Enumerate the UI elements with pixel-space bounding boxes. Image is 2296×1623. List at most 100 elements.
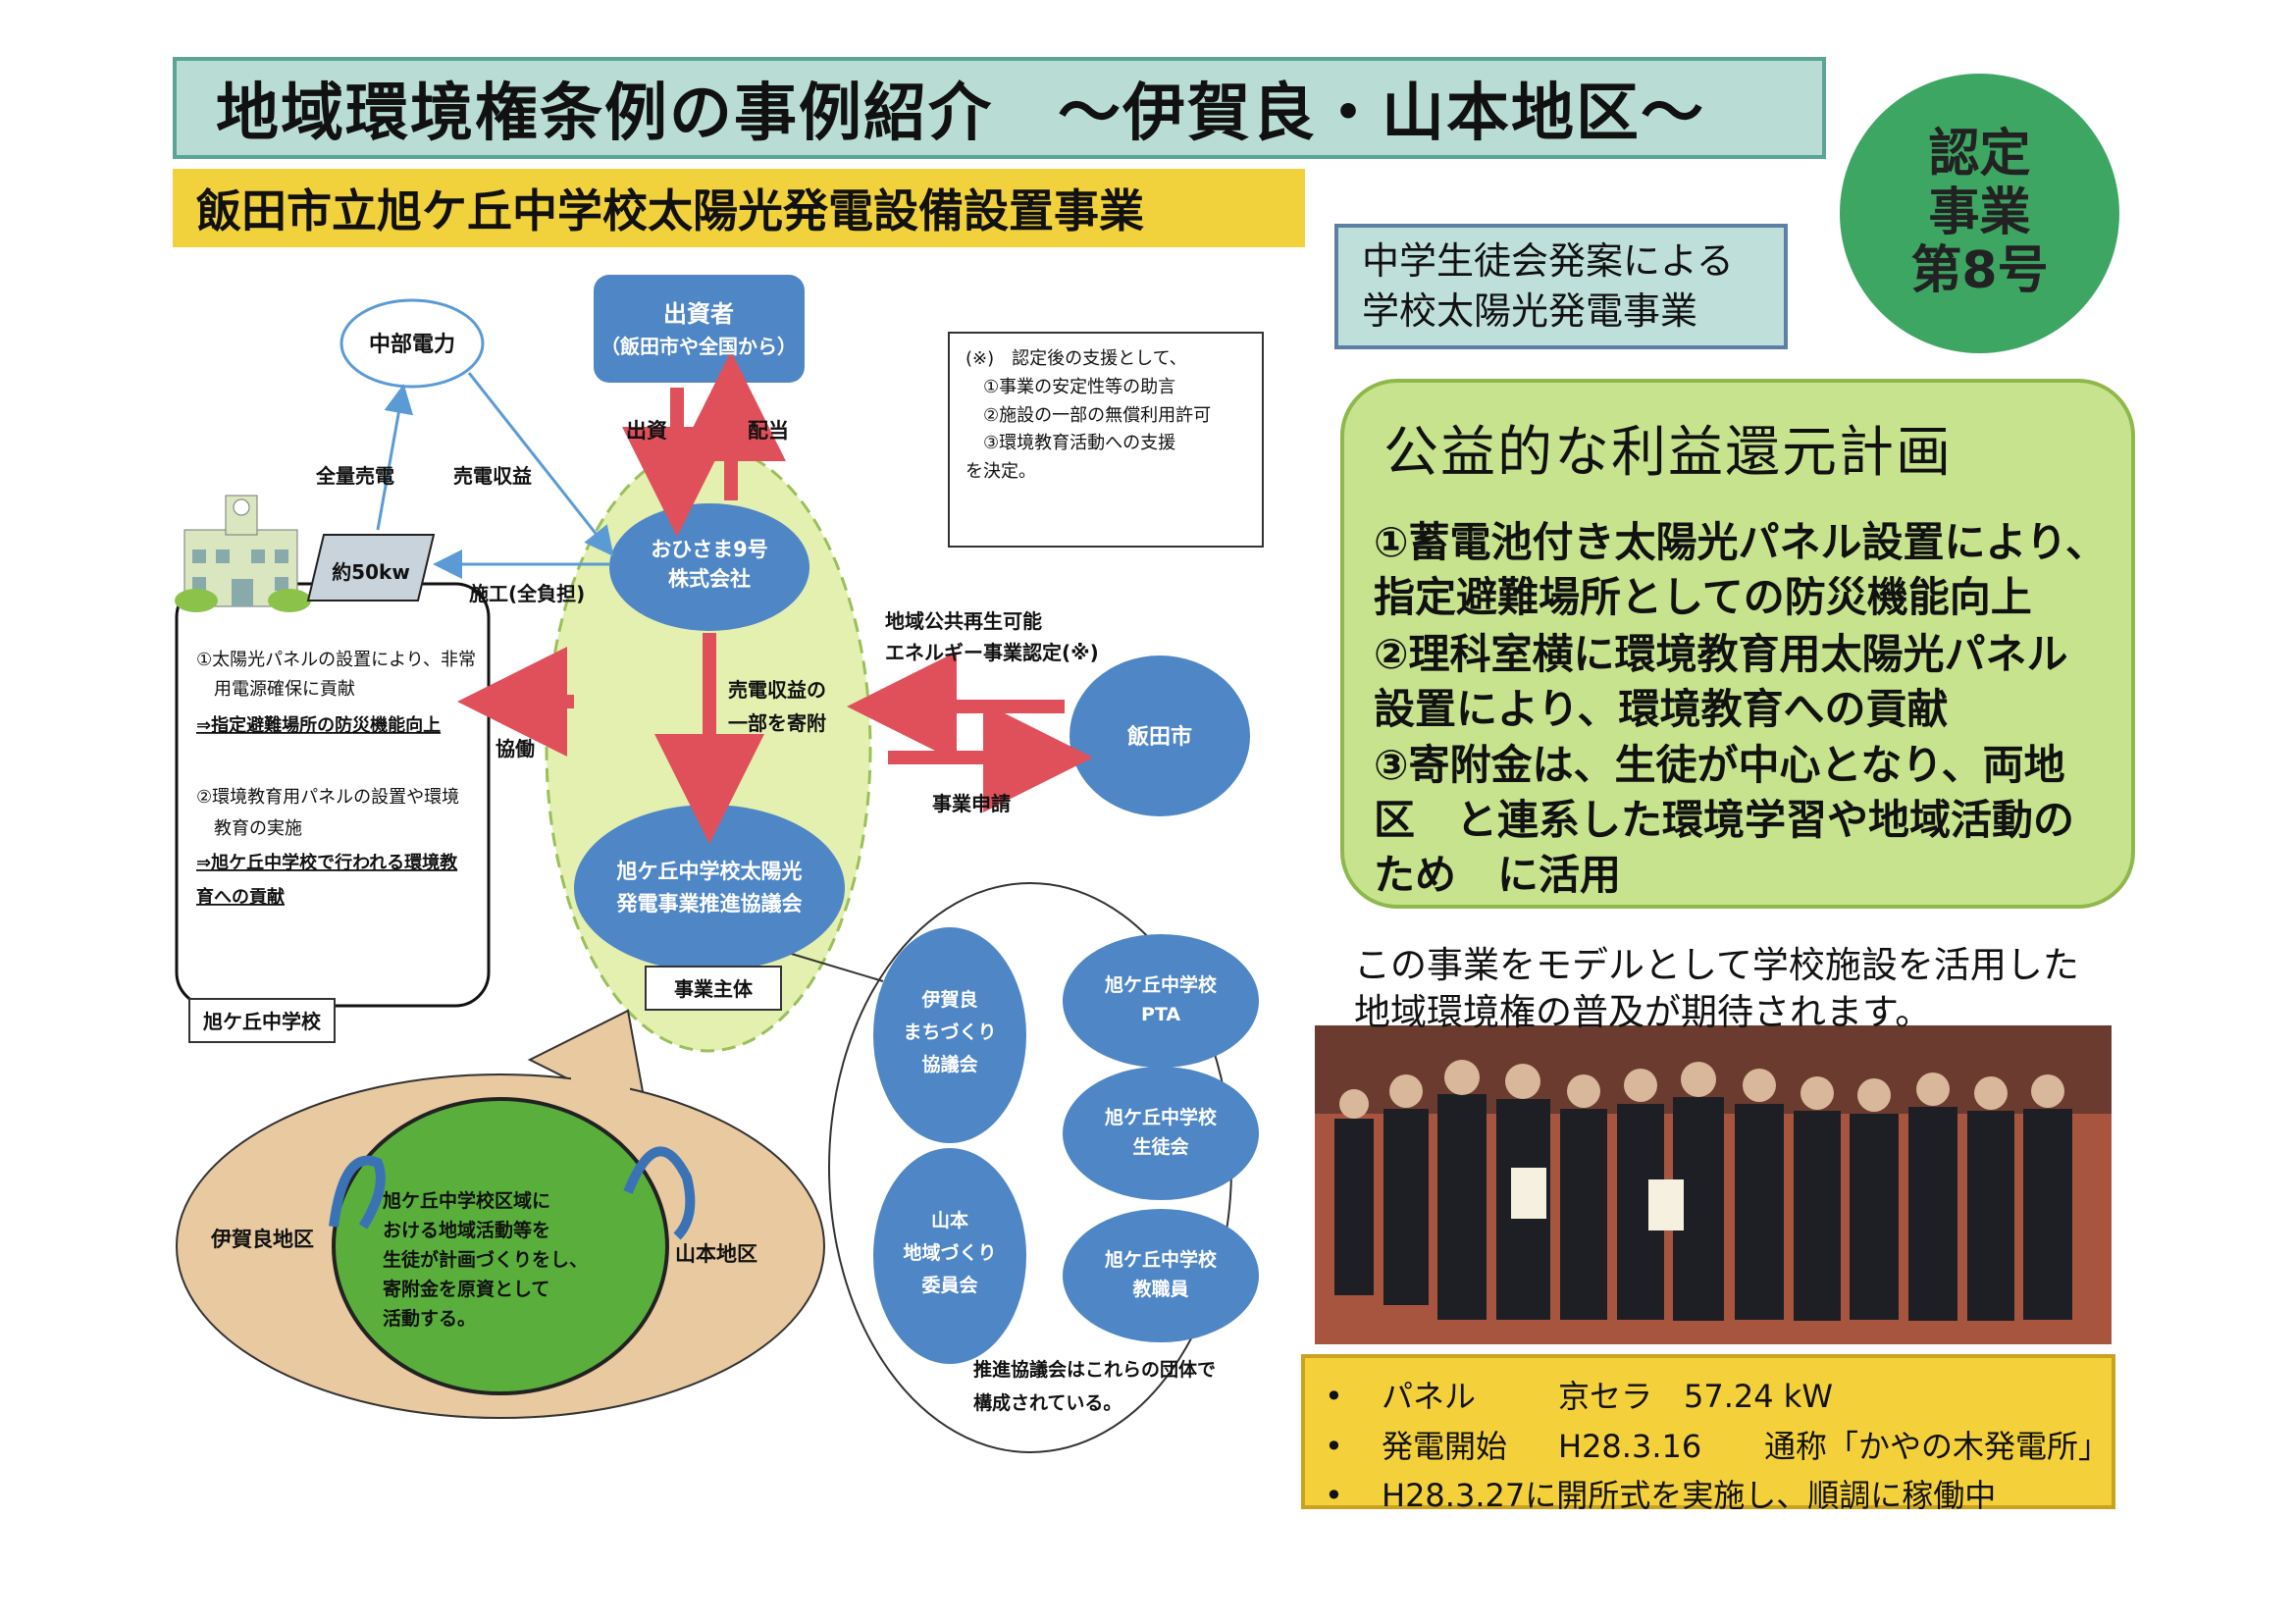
jigyo-shutai-label: 事業主体 <box>674 977 754 1001</box>
haito-label: 配当 <box>748 419 789 443</box>
org-yamamoto-label: 委員会 <box>920 1274 977 1296</box>
council-sub-label: 発電事業推進協議会 <box>616 892 803 916</box>
org-yamamoto-label: 地域づくり <box>903 1241 996 1264</box>
investor-node <box>594 275 805 383</box>
investor-sub-label: （飯田市や全国から） <box>600 335 797 358</box>
photo-caption-line: 地域環境権の普及が期待されます。 <box>1354 991 1932 1034</box>
info-value: H28.3.16 <box>1558 1427 1702 1465</box>
iida-node <box>1070 655 1250 816</box>
yamamoto-area-label: 山本地区 <box>675 1242 757 1266</box>
benefit-item: ③寄附金は、生徒が中心となり、両地区 と連系した環境学習や地域活動のため に活用 <box>1374 741 2075 900</box>
bullet: • <box>1325 1427 1343 1465</box>
benefit-item: ②理科室横に環境教育用太陽光パネル 設置により、環境教育への貢献 <box>1374 629 2110 733</box>
org-igara-label: 伊賀良 <box>920 988 977 1011</box>
green-line: 旭ケ丘中学校区域に <box>382 1189 550 1212</box>
org-igara-label: 協議会 <box>921 1053 977 1075</box>
baiden-label: 売電収益 <box>453 464 532 488</box>
org-pta <box>1063 934 1259 1068</box>
chubu-label: 中部電力 <box>369 332 455 357</box>
kifu-sub-label: 一部を寄附 <box>728 711 826 735</box>
area-green-circle <box>332 1097 669 1395</box>
info-row: • 発電開始 H28.3.16 通称「かやの木発電所」 <box>1325 1422 2112 1472</box>
certified-badge: 認定 事業 第8号 <box>1840 74 2119 353</box>
green-line: 生徒が計画づくりをし、 <box>383 1248 588 1271</box>
badge-line: 事業 <box>1928 183 2031 242</box>
note-line: ③環境教育活動への支援 <box>965 433 1176 454</box>
shinsei-label: 事業申請 <box>932 792 1011 815</box>
council-label: 旭ケ丘中学校太陽光 <box>616 860 803 883</box>
note-line: を決定。 <box>965 461 1036 483</box>
investor-label: 出資者 <box>663 300 734 328</box>
school-list-line: ①太陽光パネルの設置により、非常 <box>196 650 476 670</box>
school-list-line: 育への貢献 <box>196 886 285 908</box>
school-list-line: 教育の実施 <box>196 818 302 839</box>
ceremony-photo: この事業をモデルとして学校施設を活用した 地域環境権の普及が期待されます。 <box>1315 922 2112 1344</box>
badge-line: 第8号 <box>1910 241 2049 301</box>
badge-line: 認定 <box>1928 124 2031 183</box>
project-diagram: 中部電力 出資者 （飯田市や全国から） 出資 配当 全量売電 売電収益 おひさま… <box>175 275 1259 1453</box>
org-yamamoto <box>873 1148 1026 1364</box>
kyodo-label: 協働 <box>496 737 535 760</box>
info-row: • パネル 京セラ 57.24 kW <box>1325 1372 2112 1422</box>
page-title: 地域環境権条例の事例紹介 ～伊賀良・山本地区～ <box>173 57 1826 159</box>
school-building-icon <box>175 495 311 612</box>
arrow-baiden <box>467 372 614 557</box>
student-box-line: 学校太陽光発電事業 <box>1362 289 1698 333</box>
zenryo-label: 全量売電 <box>315 464 394 488</box>
facility-info-box: • パネル 京セラ 57.24 kW • 発電開始 H28.3.16 通称「かや… <box>1301 1354 2115 1514</box>
kifu-label: 売電収益の <box>728 678 826 702</box>
benefit-item: ①蓄電池付き太陽光パネル設置により、 指定避難場所としての防災機能向上 <box>1374 518 2128 621</box>
student-box-line: 中学生徒会発案による <box>1362 238 1734 283</box>
shusshi-label: 出資 <box>626 419 667 443</box>
panel-label: 約50kw <box>332 560 410 584</box>
note-line: ①事業の安定性等の助言 <box>965 376 1176 397</box>
green-line: 寄附金を原資として <box>383 1278 549 1300</box>
org-seito-label: 生徒会 <box>1132 1135 1188 1158</box>
org-igara <box>873 927 1026 1143</box>
benefit-heading: 公益的な利益還元計画 <box>1383 421 1953 485</box>
org-yamamoto-label: 山本 <box>931 1209 968 1231</box>
public-label: 地域公共再生可能 <box>885 609 1042 633</box>
photo-caption-line: この事業をモデルとして学校施設を活用した <box>1354 944 2079 986</box>
cycle-arrow-icon <box>329 1155 386 1230</box>
info-extra: 通称「かやの木発電所」 <box>1764 1427 2111 1465</box>
arrow-zenryo <box>376 384 414 531</box>
org-seito <box>1063 1067 1259 1200</box>
bullet: • <box>1325 1378 1343 1415</box>
info-value: H28.3.27に開所式を実施し、順調に稼働中 <box>1382 1477 1997 1515</box>
school-list-line: ②環境教育用パネルの設置や環境 <box>196 787 459 808</box>
school-list-line: ⇒旭ケ丘中学校で行われる環境教 <box>196 852 458 873</box>
green-line: おける地域活動等を <box>383 1219 550 1241</box>
seko-label: 施工(全負担) <box>469 582 585 605</box>
benefit-plan-panel: 公益的な利益還元計画 ①蓄電池付き太陽光パネル設置により、 指定避難場所としての… <box>1340 379 2135 909</box>
bullet: • <box>1325 1477 1343 1515</box>
ohisama-sub-label: 株式会社 <box>668 567 751 591</box>
student-proposal-box: 中学生徒会発案による 学校太陽光発電事業 <box>1334 224 1788 349</box>
info-row: • H28.3.27に開所式を実施し、順調に稼働中 <box>1325 1471 2112 1521</box>
org-pta-label: PTA <box>1141 1004 1180 1025</box>
org-pta-label: 旭ケ丘中学校 <box>1104 973 1218 996</box>
iida-label: 飯田市 <box>1126 724 1192 750</box>
info-label: パネル <box>1382 1378 1477 1415</box>
solar-panel-shape <box>306 534 436 602</box>
school-list-line: ⇒指定避難場所の防災機能向上 <box>196 714 441 736</box>
photo-people-illustration <box>1315 922 2112 1344</box>
info-label: 発電開始 <box>1382 1427 1508 1465</box>
info-value: 京セラ 57.24 kW <box>1558 1378 1833 1415</box>
note-line: ②施設の一部の無償利用許可 <box>965 404 1212 426</box>
public-sub-label: エネルギー事業認定(※) <box>885 641 1099 664</box>
green-line: 活動する。 <box>383 1307 476 1330</box>
note-line: (※) 認定後の支援として、 <box>965 348 1187 369</box>
support-note-box: (※) 認定後の支援として、 ①事業の安定性等の助言 ②施設の一部の無償利用許可… <box>948 332 1264 548</box>
orgs-note: 構成されている。 <box>973 1391 1122 1414</box>
photo-caption: この事業をモデルとして学校施設を活用した 地域環境権の普及が期待されます。 <box>1315 922 2112 1033</box>
council-node <box>574 805 845 971</box>
org-seito-label: 旭ケ丘中学校 <box>1104 1106 1218 1128</box>
school-list-line: 用電源確保に貢献 <box>196 679 355 700</box>
org-kyoshoku-label: 教職員 <box>1132 1278 1188 1300</box>
ohisama-label: おひさま9号 <box>651 538 768 561</box>
cycle-arrow-icon <box>623 1146 696 1240</box>
orgs-note: 推進協議会はこれらの団体で <box>973 1358 1216 1381</box>
project-subtitle: 飯田市立旭ケ丘中学校太陽光発電設備設置事業 <box>173 169 1305 247</box>
school-label: 旭ケ丘中学校 <box>202 1010 322 1033</box>
